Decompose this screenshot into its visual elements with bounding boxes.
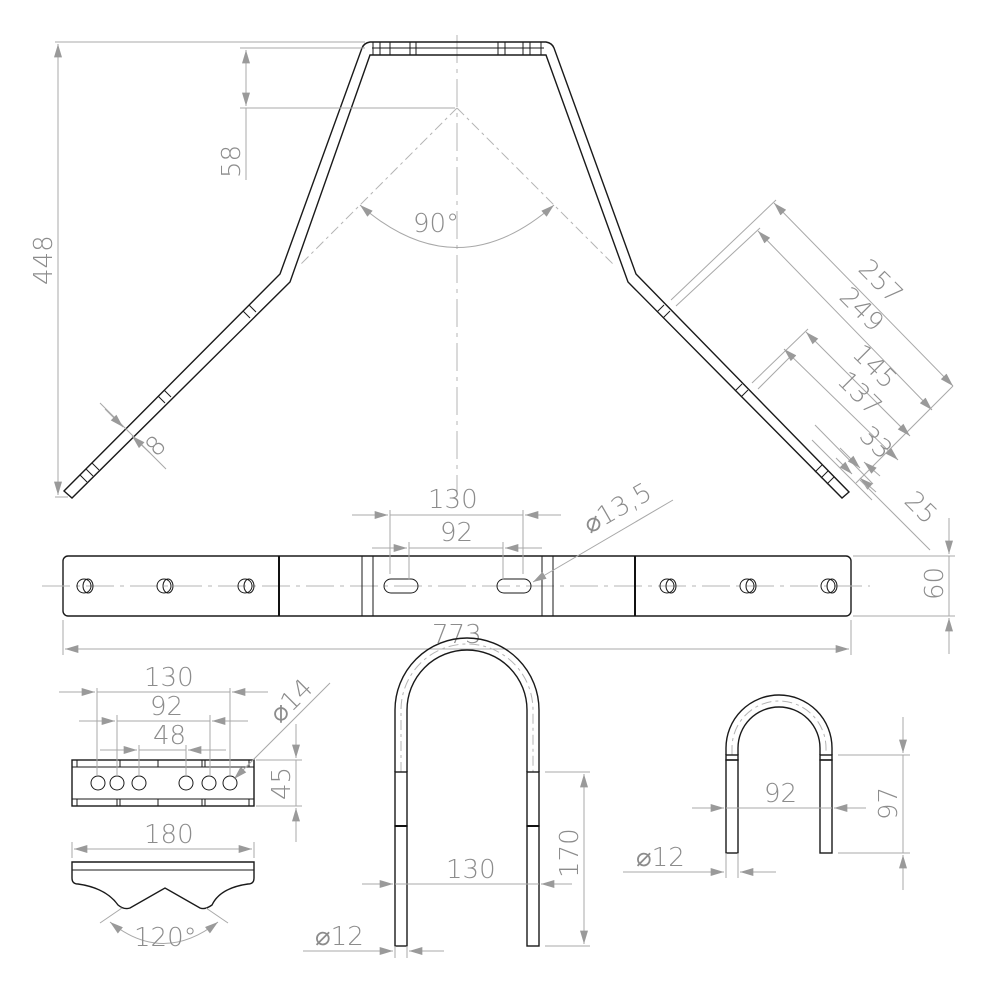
- bracket-construction-left: [299, 107, 458, 266]
- u-bolt-small-view: 92 97 ⌀12: [623, 694, 910, 890]
- dim-170-label: 170: [555, 828, 585, 878]
- slot-right: [496, 578, 532, 594]
- dim-448-label: 448: [29, 235, 59, 285]
- clamp-plate-holes: [90, 775, 238, 791]
- u-bolt-small-collar-right: [819, 754, 833, 761]
- u-bolt-large-outer: [394, 637, 540, 772]
- dim-cp-130-label: 130: [144, 663, 194, 693]
- dim-cp-92-label: 92: [150, 692, 183, 722]
- u-bolt-large-thread-left: [394, 825, 408, 947]
- dim-120-label: 120°: [134, 923, 197, 953]
- dim-180-label: 180: [144, 820, 194, 850]
- bracket-left-arm-ticks: [79, 304, 257, 483]
- dim-13-5-label: ⌀13,5: [579, 477, 658, 540]
- dim-33-label: 33: [853, 421, 898, 466]
- bent-bracket-view: 448 58 90° 8: [29, 35, 954, 551]
- u-bolt-large-view: 130 170 ⌀12: [303, 637, 590, 958]
- u-bolt-small-centerline: [731, 700, 827, 755]
- dim-97-label: 97: [874, 787, 904, 820]
- dim-cp-14-leader: [233, 682, 331, 780]
- dim-92-label: 92: [440, 518, 473, 548]
- dim-773-label: 773: [432, 620, 482, 650]
- dim-120-ext-left: [99, 907, 123, 924]
- u-bolt-small-collar-left: [725, 754, 739, 761]
- clamp-plate-top-view: 130 92 48 ⌀14 45: [59, 663, 331, 842]
- dim-8-arrow-b: [131, 435, 151, 454]
- u-bolt-large-leg-right-upper: [526, 771, 540, 827]
- dim-8-label: 8: [140, 430, 173, 463]
- dim-cp-45-label: 45: [267, 767, 297, 800]
- dim-90-label: 90°: [413, 209, 459, 239]
- dim-cp-14-label: ⌀14: [264, 673, 320, 729]
- u-bolt-small-leg-left: [725, 759, 739, 854]
- bracket-top-ticks: [372, 42, 542, 55]
- bracket-profile: [62, 41, 851, 499]
- u-bolt-large-inner: [406, 649, 528, 772]
- bracket-construction-right: [456, 107, 615, 266]
- u-bolt-small-outer: [725, 694, 833, 755]
- u-bolt-small-inner: [737, 706, 821, 755]
- flat-bar-holes: [76, 578, 838, 594]
- slot-left: [383, 578, 419, 594]
- u-bolt-large-thread-right: [526, 825, 540, 947]
- u-bolt-large-centerline: [400, 643, 534, 772]
- dim-ub-12-label: ⌀12: [315, 922, 364, 952]
- dim-25-label: 25: [898, 486, 943, 531]
- dim-130-label: 130: [428, 485, 478, 515]
- u-bolt-large-leg-left-upper: [394, 771, 408, 827]
- dim-120-ext-right: [205, 907, 229, 924]
- clamp-plate-outline: [71, 759, 255, 807]
- u-bolt-small-leg-right: [819, 759, 833, 854]
- flat-bar-view: 130 92 ⌀13,5 773 60: [42, 477, 955, 655]
- clamp-plate-side-view: 180 120°: [71, 820, 255, 953]
- clamp-plate-side-profile: [71, 861, 255, 910]
- dim-ubs-12-label: ⌀12: [636, 843, 685, 873]
- dim-58-label: 58: [217, 145, 247, 178]
- dim-cp-48-label: 48: [153, 721, 186, 751]
- dim-ub-130-label: 130: [446, 855, 496, 885]
- right-arm-dimensions: [670, 199, 954, 551]
- dim-13-5-leader: [532, 499, 674, 583]
- dim-8-arrow-a: [104, 408, 124, 428]
- dim-120-arc: [109, 921, 219, 944]
- dim-ubs-92-label: 92: [764, 779, 797, 809]
- dim-90-arc: [359, 204, 555, 248]
- bracket-right-arm-ticks: [656, 304, 835, 485]
- dim-60-label: 60: [920, 567, 950, 600]
